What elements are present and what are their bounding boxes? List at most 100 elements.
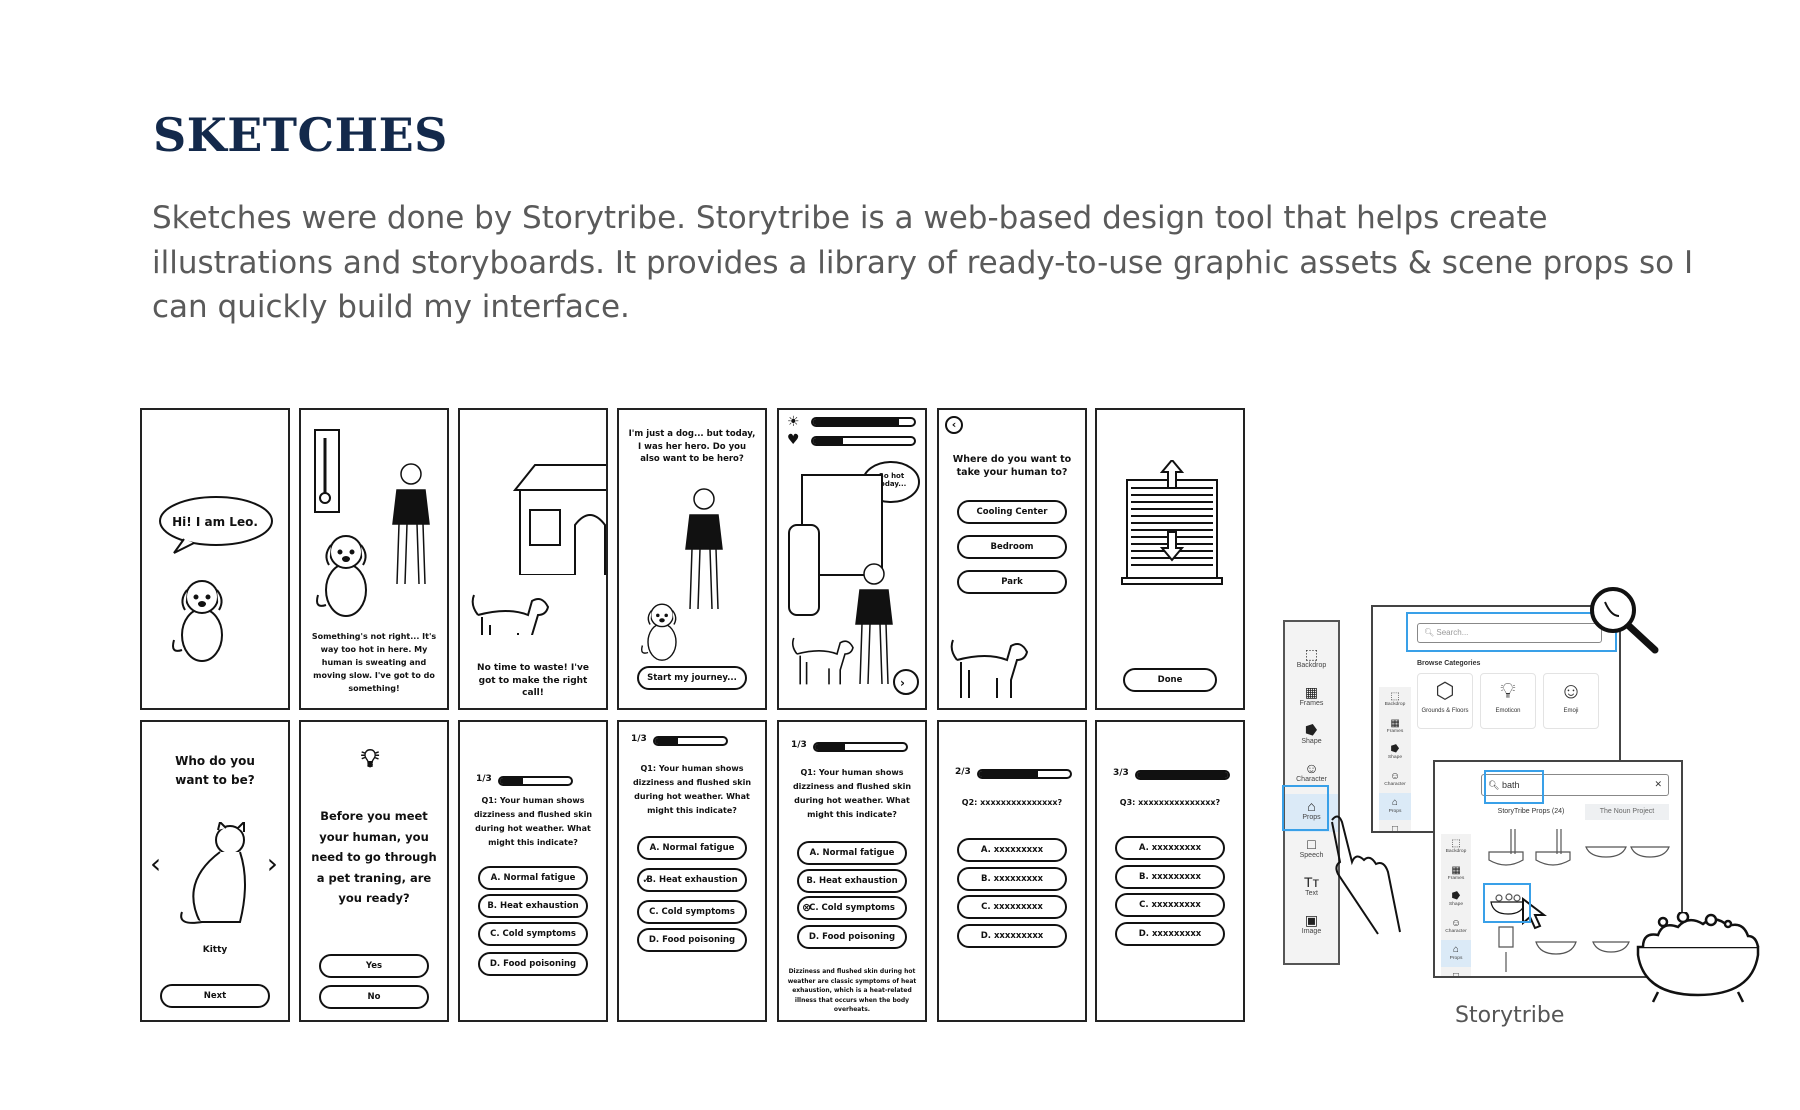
cat-illustration: [172, 819, 262, 936]
frames-icon: ▦: [1451, 864, 1461, 876]
sidebar-item-backdrop[interactable]: ⬚Backdrop: [1379, 687, 1411, 714]
answer-option-button[interactable]: A. Normal fatigue: [797, 841, 907, 865]
answer-option-button[interactable]: D. Food poisoning: [478, 952, 588, 976]
answer-option-button[interactable]: A. Normal fatigue: [478, 866, 588, 890]
sidebar-item-props[interactable]: ⌂Props: [1379, 793, 1411, 820]
sidebar-item-props[interactable]: ⌂Props: [1441, 940, 1471, 967]
character-icon: ☺: [1450, 917, 1461, 929]
progress-fill: [813, 438, 844, 444]
bath-search-input[interactable]: 🔍︎ bath ✕: [1481, 774, 1669, 796]
sidebar-item-speech[interactable]: □Speech: [1441, 967, 1471, 976]
house-illustration: [505, 455, 606, 579]
progress-bar: [653, 736, 728, 746]
answer-option-button[interactable]: B. xxxxxxxxx: [1115, 865, 1225, 889]
sidebar-item-speech[interactable]: □Speech: [1379, 820, 1411, 833]
text-icon: Tᴛ: [1304, 874, 1319, 890]
category-icon: ☺: [1559, 678, 1583, 703]
answer-option-button[interactable]: B. Heat exhaustion: [478, 894, 588, 918]
sidebar-item-backdrop[interactable]: ⬚Backdrop: [1285, 642, 1338, 680]
answer-option-button[interactable]: C. xxxxxxxxx: [1115, 893, 1225, 917]
frames-icon: ▦: [1390, 717, 1400, 729]
back-arrow-icon[interactable]: ‹: [945, 416, 963, 434]
start-journey-button[interactable]: Start my journey...: [637, 666, 747, 690]
sidebar-item-frames[interactable]: ▦Frames: [1285, 680, 1338, 718]
sidebar-item-image[interactable]: ▣Image: [1285, 908, 1338, 946]
category-tile[interactable]: 💡︎Emoticon: [1480, 673, 1536, 729]
next-arrow-icon[interactable]: ›: [900, 676, 905, 690]
sidebar-item-label: Frames: [1386, 728, 1404, 734]
clear-icon[interactable]: ✕: [1654, 779, 1662, 789]
search-icon: 🔍︎: [1424, 628, 1435, 637]
answer-option-button[interactable]: D. Food poisoning: [637, 928, 747, 952]
done-button[interactable]: Done: [1123, 668, 1217, 692]
answer-option-button[interactable]: D. Food poisoning: [797, 925, 907, 949]
ready-option-button[interactable]: Yes: [319, 954, 429, 978]
progress-bar: [977, 769, 1072, 779]
search-input[interactable]: 🔍︎ Search...: [1417, 623, 1602, 643]
storytribe-sidebar: ⬚Backdrop▦Frames⭓Shape☺Character⌂Props□S…: [1283, 620, 1340, 965]
chevron-right-icon[interactable]: ›: [266, 847, 278, 880]
answer-option-button[interactable]: B. xxxxxxxxx: [957, 867, 1067, 891]
tab-noun-project[interactable]: The Noun Project: [1585, 804, 1669, 820]
sidebar-item-backdrop[interactable]: ⬚Backdrop: [1441, 834, 1471, 861]
sidebar-item-shape[interactable]: ⭓Shape: [1379, 740, 1411, 767]
answer-option-button[interactable]: A. xxxxxxxxx: [957, 838, 1067, 862]
sidebar-item-character[interactable]: ☺Character: [1441, 914, 1471, 941]
progress-fill: [500, 778, 524, 784]
question-text: Who do you want to be?: [175, 754, 255, 787]
progress-bar: [498, 776, 573, 786]
sidebar-item-props[interactable]: ⌂Props: [1285, 794, 1338, 832]
sidebar-item-frames[interactable]: ▦Frames: [1441, 861, 1471, 888]
category-tile[interactable]: ⬡Grounds & Floors: [1417, 673, 1473, 729]
destination-option-button[interactable]: Park: [957, 570, 1067, 594]
intro-paragraph: Sketches were done by Storytribe. Storyt…: [152, 200, 1694, 325]
sketch-panel: ☀♥So hot today...›: [777, 408, 927, 710]
ready-option-button[interactable]: No: [319, 985, 429, 1009]
sidebar-item-character[interactable]: ☺Character: [1285, 756, 1338, 794]
sidebar-item-frames[interactable]: ▦Frames: [1379, 714, 1411, 741]
sidebar-item-character[interactable]: ☺Character: [1379, 767, 1411, 794]
dog-illustration: [947, 630, 1037, 708]
chevron-left-icon[interactable]: ‹: [150, 847, 162, 880]
destination-option-button[interactable]: Bedroom: [957, 535, 1067, 559]
category-tile[interactable]: ☺Emoji: [1543, 673, 1599, 729]
sidebar-item-shape[interactable]: ⭓Shape: [1285, 718, 1338, 756]
answer-option-button[interactable]: C. xxxxxxxxx: [957, 895, 1067, 919]
sidebar-item-shape[interactable]: ⭓Shape: [1441, 887, 1471, 914]
question-text: Q1: Your human shows dizziness and flush…: [792, 768, 912, 819]
story-text: No time to waste! I've got to make the r…: [477, 663, 589, 698]
answer-option-button[interactable]: A. Normal fatigue: [637, 836, 747, 860]
category-label: Grounds & Floors: [1421, 708, 1469, 714]
person-illustration: [674, 485, 744, 659]
browse-categories-title: Browse Categories: [1417, 660, 1481, 667]
sidebar-item-speech[interactable]: □Speech: [1285, 832, 1338, 870]
search-icon: 🔍︎: [1488, 780, 1500, 790]
destination-option-button[interactable]: Cooling Center: [957, 500, 1067, 524]
question-text: Q1: Your human shows dizziness and flush…: [473, 796, 593, 847]
answer-option-button[interactable]: C. Cold symptoms: [478, 922, 588, 946]
step-label: 2/3: [955, 767, 971, 777]
storytribe-caption: Storytribe: [1455, 1003, 1565, 1028]
sidebar-item-label: Props: [1388, 808, 1402, 814]
answer-option-button[interactable]: C. Cold symptoms⊗: [797, 896, 907, 920]
props-icon: ⌂: [1453, 944, 1459, 956]
image-icon: ▣: [1304, 912, 1319, 928]
answer-option-button[interactable]: B. Heat exhaustion: [797, 869, 907, 893]
lightbulb-icon: 💡︎: [361, 744, 380, 774]
speech-icon: □: [1392, 823, 1398, 833]
answer-option-button[interactable]: A. xxxxxxxxx: [1115, 836, 1225, 860]
tab-storytribe-props[interactable]: StoryTribe Props (24): [1497, 808, 1565, 815]
step-label: 1/3: [791, 740, 807, 750]
question-text: Q3: xxxxxxxxxxxxxxx?: [1119, 798, 1221, 807]
story-text: I'm just a dog... but today, I was her h…: [628, 429, 756, 464]
sun-icon: ☀: [787, 414, 800, 430]
next-button[interactable]: Next: [160, 984, 270, 1008]
character-icon: ☺: [1304, 760, 1319, 776]
answer-option-button[interactable]: D. xxxxxxxxx: [957, 924, 1067, 948]
answer-option-button[interactable]: C. Cold symptoms: [637, 900, 747, 924]
answer-option-button[interactable]: D. xxxxxxxxx: [1115, 922, 1225, 946]
answer-option-button[interactable]: B. Heat exhaustion✓: [637, 868, 747, 892]
